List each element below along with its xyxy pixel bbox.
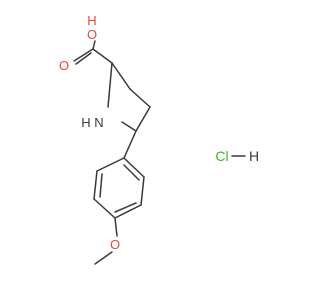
bond-c3-c4 bbox=[129, 88, 151, 108]
bond-ar3-ar4 bbox=[114, 204, 142, 219]
bond-c5-aryl bbox=[123, 130, 137, 159]
bond-c-double-o-1 bbox=[73, 48, 94, 62]
bond-c4-c5 bbox=[135, 106, 151, 132]
bond-ar2-ar3 bbox=[140, 176, 145, 206]
bond-ar-inner-1 bbox=[123, 164, 140, 181]
bond-c-oh bbox=[92, 40, 96, 50]
carbonyl-o-label: O bbox=[59, 58, 69, 73]
bond-ar-inner-3 bbox=[99, 173, 103, 198]
amine-h-label: H bbox=[81, 115, 90, 130]
atom-labels: O H O H N O bbox=[59, 13, 120, 252]
bond-ar1-ar2 bbox=[123, 157, 145, 178]
bond-n-c2 bbox=[107, 62, 113, 108]
bond-ar5-ar6 bbox=[93, 170, 98, 200]
bond-ar-o bbox=[114, 217, 118, 237]
bond-c5-n bbox=[121, 121, 137, 132]
bond-c2-c3 bbox=[111, 62, 131, 90]
bond-cooh-c bbox=[92, 48, 113, 64]
hydroxyl-h-label: H bbox=[87, 13, 96, 28]
salt-hydrogen-label: H bbox=[249, 148, 259, 164]
ether-o-label: O bbox=[110, 237, 120, 252]
amine-n-label: N bbox=[94, 115, 103, 130]
hydrochloride-salt: Cl H bbox=[215, 148, 259, 164]
bond-ar4-ar5 bbox=[93, 198, 116, 219]
bonds bbox=[73, 40, 151, 265]
chlorine-label: Cl bbox=[215, 148, 228, 164]
bond-o-ch3 bbox=[94, 251, 113, 265]
bond-ar-inner-2 bbox=[114, 202, 137, 213]
hydroxyl-o-label: O bbox=[87, 27, 97, 42]
bond-ar6-ar1 bbox=[96, 157, 125, 172]
bond-c-double-o-2 bbox=[75, 52, 92, 65]
structure-diagram: O H O H N O Cl H bbox=[59, 13, 259, 265]
